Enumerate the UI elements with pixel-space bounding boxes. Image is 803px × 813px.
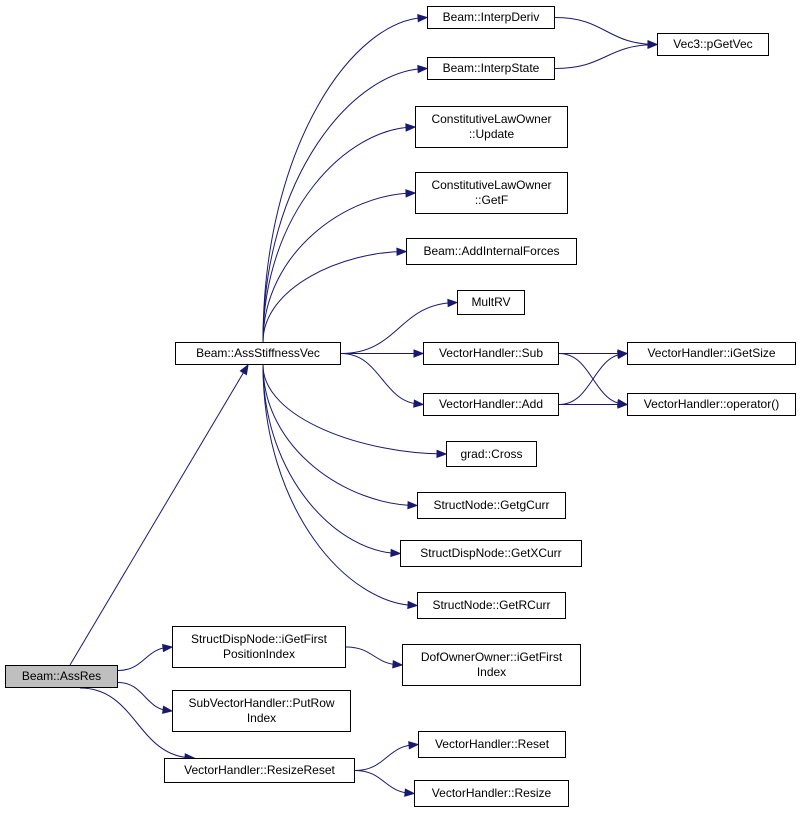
edge-assstiff-to-interpderiv (262, 17, 428, 343)
node-assres[interactable]: Beam::AssRes (5, 665, 118, 688)
node-getf[interactable]: ConstitutiveLawOwner::GetF (415, 172, 568, 214)
arrowhead-putrow (162, 705, 174, 714)
edge-assstiff-to-update (262, 126, 416, 343)
node-getxcurr[interactable]: StructDispNode::GetXCurr (400, 540, 582, 567)
node-label: Beam::InterpDeriv (442, 10, 540, 24)
edge-assstiff-to-getf (262, 192, 416, 343)
edge-vhadd-to-igetsize (558, 353, 628, 405)
node-resizereset[interactable]: VectorHandler::ResizeReset (164, 758, 355, 783)
node-label: Beam::InterpState (442, 61, 540, 75)
edge-assstiff-to-multrv (340, 302, 458, 354)
arrowhead-getf (405, 189, 417, 198)
node-addinternal[interactable]: Beam::AddInternalForces (406, 238, 577, 265)
edge-assstiff-to-vhadd (340, 353, 424, 405)
node-label: StructNode::GetRCurr (432, 598, 551, 612)
arrowhead-interpstate (417, 64, 429, 74)
edge-assstiff-to-getrcurr (262, 364, 418, 606)
node-label: StructDispNode::GetXCurr (420, 546, 562, 560)
node-label: Index (246, 711, 277, 725)
node-reset[interactable]: VectorHandler::Reset (418, 731, 566, 758)
edge-assres-to-resizereset (79, 687, 195, 759)
node-label: VectorHandler::Add (438, 397, 544, 411)
arrowhead-igetsize (616, 350, 629, 360)
node-getgcurr[interactable]: StructNode::GetgCurr (417, 492, 566, 519)
node-label: VectorHandler::Resize (431, 786, 552, 800)
arrowhead-igetfirstpos (162, 643, 174, 653)
node-label: ConstitutiveLawOwner (431, 178, 552, 192)
arrowhead-getrcurr (407, 600, 419, 610)
edge-interpstate-to-pgetvec (554, 44, 658, 69)
node-label: ::GetF (474, 193, 509, 207)
arrowhead-addinternal (396, 247, 408, 256)
edge-assstiff-to-cross (262, 364, 447, 455)
node-interpderiv[interactable]: Beam::InterpDeriv (427, 6, 555, 29)
node-label: grad::Cross (460, 446, 523, 461)
arrowhead-assstiff (239, 363, 249, 376)
arrowhead-multrv (447, 298, 459, 308)
node-resize[interactable]: VectorHandler::Resize (414, 780, 569, 807)
node-label: Index (476, 665, 507, 679)
node-igetsize[interactable]: VectorHandler::iGetSize (627, 342, 796, 365)
edge-assstiff-to-getgcurr (262, 364, 418, 506)
node-cross[interactable]: grad::Cross (446, 441, 537, 467)
node-label: StructDispNode::iGetFirst (190, 632, 328, 646)
arrowhead-interpderiv (417, 13, 429, 23)
edge-resizereset-to-reset (354, 744, 419, 771)
node-label: VectorHandler::operator() (643, 397, 780, 411)
node-update[interactable]: ConstitutiveLawOwner::Update (415, 106, 568, 148)
arrowhead-cross (436, 449, 448, 459)
arrowhead-vhadd (413, 399, 425, 408)
arrowhead-resize (404, 788, 416, 797)
node-label: Vec3::pGetVec (673, 37, 753, 51)
node-label: MultRV (471, 295, 511, 309)
arrowhead-operator (617, 400, 629, 409)
arrowhead-vhsub (413, 349, 425, 358)
node-interpstate[interactable]: Beam::InterpState (427, 57, 555, 80)
node-label: Beam::AddInternalForces (423, 244, 560, 258)
node-label: VectorHandler::ResizeReset (184, 763, 335, 777)
edge-assstiff-to-getxcurr (262, 364, 401, 554)
node-label: StructNode::GetgCurr (433, 498, 550, 512)
node-multrv[interactable]: MultRV (457, 290, 525, 315)
arrowhead-getgcurr (407, 500, 419, 510)
arrowhead-update (405, 123, 417, 132)
node-label: VectorHandler::Sub (438, 346, 544, 360)
node-pgetvec[interactable]: Vec3::pGetVec (657, 33, 769, 56)
arrowhead-dofowner (392, 660, 404, 669)
arrowhead-pgetvec (647, 40, 659, 50)
edge-assstiff-to-interpstate (262, 68, 428, 343)
node-assstiff[interactable]: Beam::AssStiffnessVec (175, 342, 341, 365)
node-label: Beam::AssStiffnessVec (196, 346, 320, 360)
node-vhadd[interactable]: VectorHandler::Add (423, 393, 559, 416)
node-label: ConstitutiveLawOwner (431, 112, 552, 126)
node-label: Beam::AssRes (21, 669, 102, 683)
node-vhsub[interactable]: VectorHandler::Sub (423, 342, 559, 365)
arrowhead-reset (408, 741, 420, 750)
node-label: DofOwnerOwner::iGetFirst (420, 650, 563, 664)
edge-interpderiv-to-pgetvec (554, 17, 658, 45)
node-label: ::Update (468, 127, 515, 141)
node-getrcurr[interactable]: StructNode::GetRCurr (417, 592, 566, 619)
edge-assstiff-to-addinternal (262, 251, 407, 343)
edge-assres-to-assstiff (69, 364, 249, 666)
node-label: VectorHandler::iGetSize (647, 346, 776, 360)
arrowhead-getxcurr (390, 548, 402, 558)
node-label: PositionIndex (222, 647, 296, 661)
node-operator[interactable]: VectorHandler::operator() (627, 393, 796, 416)
node-label: SubVectorHandler::PutRow (188, 696, 335, 710)
node-label: VectorHandler::Reset (434, 737, 550, 751)
